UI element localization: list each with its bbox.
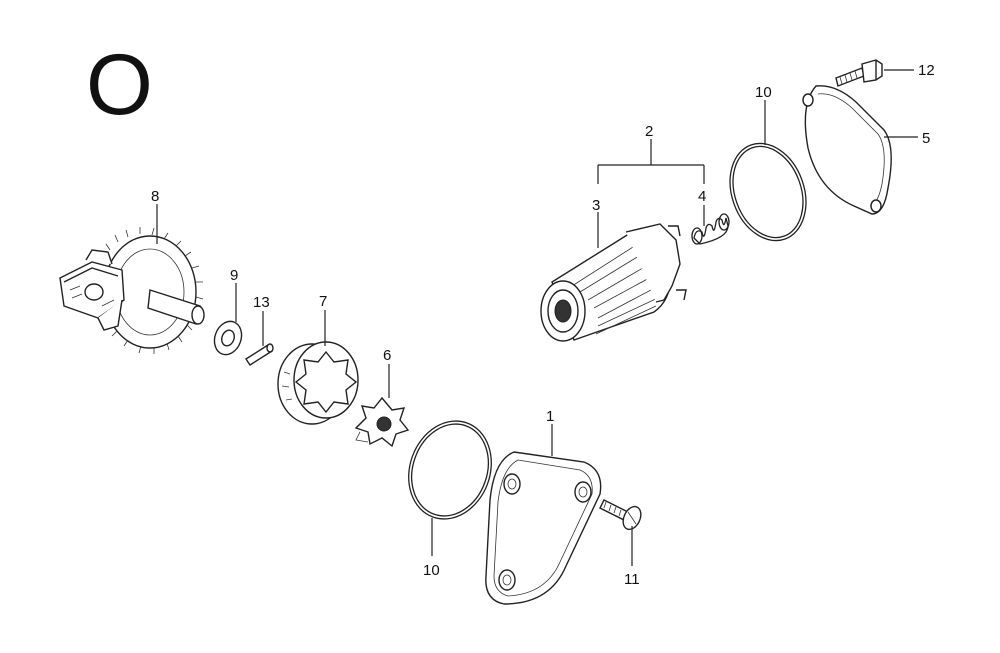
- oil-filter: [540, 223, 687, 342]
- spring: [691, 213, 730, 245]
- callout-3: 3: [592, 197, 600, 214]
- o-ring-upper: [729, 142, 807, 242]
- callout-labels: 1 2 3 4 5 6 7 8 9 10 10 11 12 13: [151, 62, 935, 588]
- callout-11: 11: [624, 571, 640, 588]
- pump-cover: [485, 451, 602, 605]
- callout-13: 13: [253, 294, 270, 311]
- callout-5: 5: [922, 130, 930, 147]
- inner-rotor: [354, 396, 410, 448]
- callout-2: 2: [645, 123, 653, 140]
- callout-1: 1: [546, 408, 554, 425]
- filter-cover: [802, 85, 892, 215]
- gear-shaft-assembly: [59, 227, 205, 354]
- callout-10-upper: 10: [755, 84, 772, 101]
- callout-7: 7: [319, 293, 327, 310]
- callout-8: 8: [151, 188, 159, 205]
- section-letter: O: [86, 37, 153, 133]
- callout-10-lower: 10: [423, 562, 440, 579]
- callout-4: 4: [698, 188, 706, 205]
- callout-6: 6: [383, 347, 391, 364]
- dowel-pin: [245, 343, 274, 366]
- bolt-upper: [835, 59, 883, 87]
- o-ring-lower: [408, 420, 492, 520]
- outer-rotor: [277, 341, 359, 425]
- callout-12: 12: [918, 62, 935, 79]
- washer: [213, 320, 243, 356]
- screw-lower: [599, 499, 642, 531]
- callout-9: 9: [230, 267, 238, 284]
- leader-lines: [156, 69, 918, 566]
